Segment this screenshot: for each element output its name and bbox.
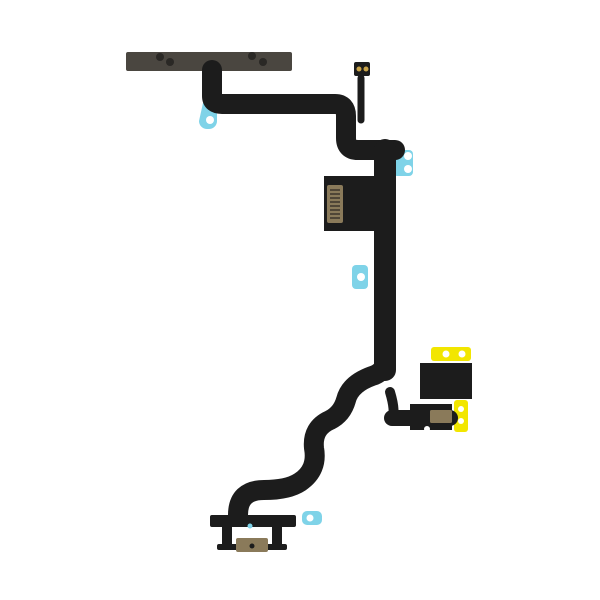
stiffener-plate <box>420 363 472 399</box>
microphone-module <box>410 404 452 432</box>
flex-ribbon <box>202 60 458 525</box>
board-connector <box>324 176 374 231</box>
yellow-adhesive-tabs <box>431 347 471 432</box>
power-button-bracket <box>210 515 296 552</box>
contact-pad <box>354 62 370 76</box>
